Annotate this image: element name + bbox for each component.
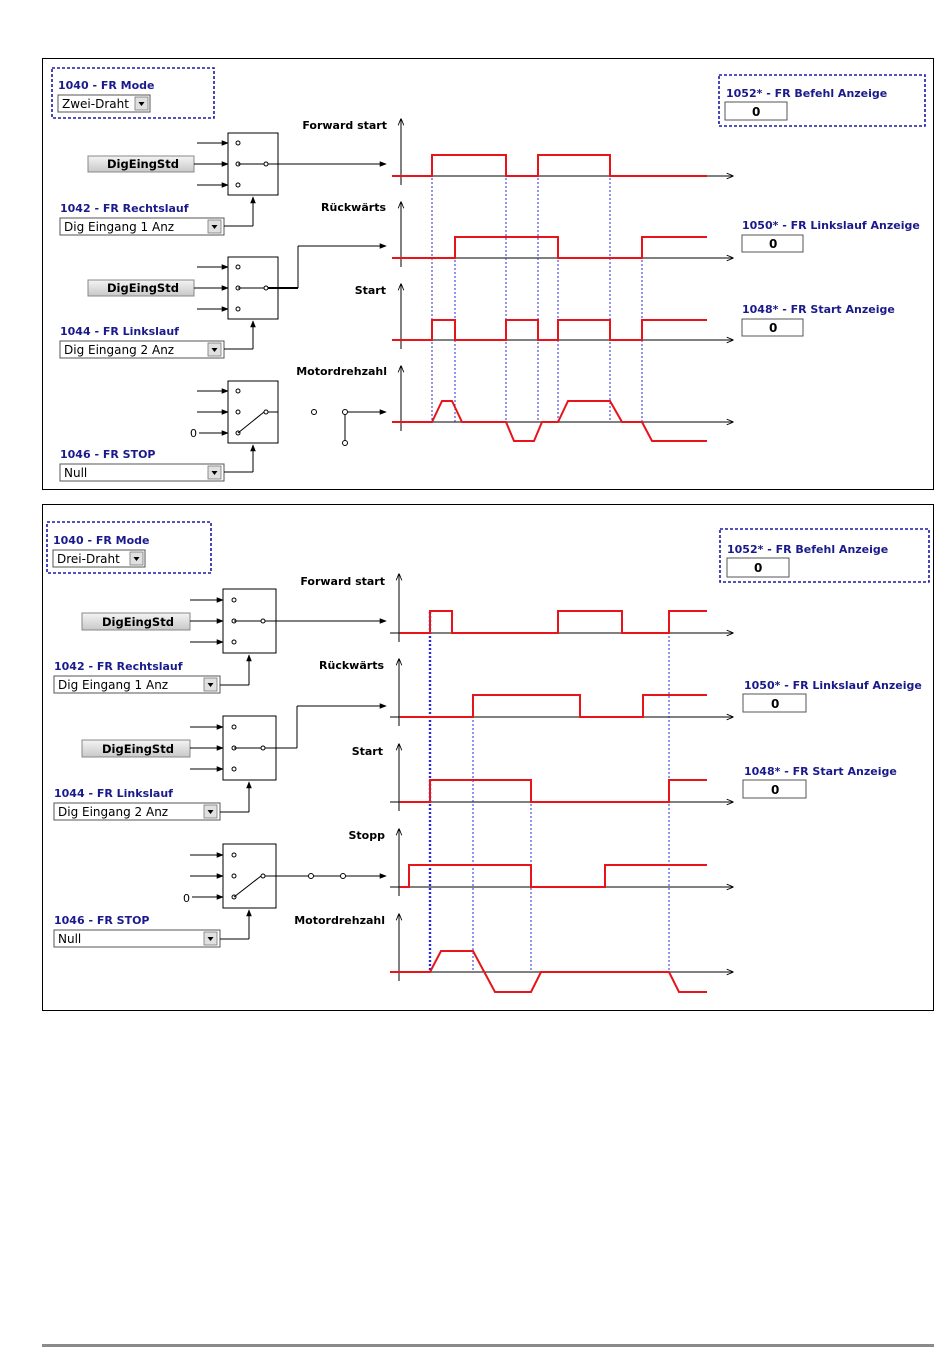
digeingstd-button-2[interactable]: DigEingStd — [87, 279, 195, 297]
panel1-wiring — [194, 132, 387, 473]
linkslauf-readout-value: 0 — [771, 697, 779, 711]
panel2-controls: 1040 - FR Mode Drei-Draht 1052* - FR Bef… — [46, 521, 930, 948]
stop-label: 1046 - FR STOP — [54, 914, 150, 927]
signal-label-forward-start: Forward start — [302, 119, 387, 132]
start-readout-label: 1048* - FR Start Anzeige — [744, 765, 897, 778]
stop-zero-label: 0 — [183, 892, 190, 905]
linkslauf-readout-box — [742, 693, 807, 713]
mode-label: 1040 - FR Mode — [53, 534, 150, 547]
rechtslauf-label: 1042 - FR Rechtslauf — [54, 660, 183, 673]
zwei-draht-diagram-panel — [42, 58, 934, 490]
start-readout-box — [741, 318, 804, 337]
svg-text:Null: Null — [64, 466, 87, 480]
svg-text:Dig Eingang 2 Anz: Dig Eingang 2 Anz — [58, 805, 168, 819]
rechtslauf-label: 1042 - FR Rechtslauf — [60, 202, 189, 215]
linkslauf-label: 1044 - FR Linkslauf — [60, 325, 179, 338]
waveform-rueckwaerts — [392, 236, 707, 259]
panel1-time-markers — [431, 158, 643, 422]
panel2-axes — [390, 574, 733, 981]
svg-text:Dig Eingang 1 Anz: Dig Eingang 1 Anz — [58, 678, 168, 692]
digeingstd-button-2[interactable]: DigEingStd — [81, 739, 191, 758]
panel2-waveforms — [390, 610, 707, 993]
panel1-controls: 1040 - FR Mode Zwei-Draht 1052* - FR Bef… — [51, 67, 926, 482]
waveform-forward-start — [400, 610, 707, 634]
stop-zero-label: 0 — [190, 427, 197, 440]
waveform-stopp — [400, 864, 707, 888]
panel1-axes — [392, 119, 733, 431]
rechtslauf-select[interactable]: Dig Eingang 1 Anz — [59, 217, 225, 236]
befehl-frame — [718, 74, 926, 127]
signal-label-forward-start: Forward start — [300, 575, 385, 588]
waveform-start — [392, 319, 707, 341]
mode-frame — [51, 67, 215, 119]
signal-label-start: Start — [355, 284, 386, 297]
svg-text:Dig Eingang 1 Anz: Dig Eingang 1 Anz — [64, 220, 174, 234]
mode-select-value: Zwei-Draht — [62, 97, 129, 111]
waveform-forward-start — [392, 154, 707, 177]
digeingstd-button-1[interactable]: DigEingStd — [87, 155, 195, 173]
mode-frame — [46, 521, 212, 574]
page-footer-rule — [42, 1344, 934, 1347]
signal-label-rueckwaerts: Rückwärts — [321, 201, 386, 214]
start-readout-box — [742, 779, 807, 799]
svg-text:DigEingStd: DigEingStd — [107, 281, 179, 295]
panel2-time-markers — [428, 612, 670, 972]
signal-label-rueckwaerts: Rückwärts — [319, 659, 384, 672]
start-readout-label: 1048* - FR Start Anzeige — [742, 303, 895, 316]
panel2-wiring — [190, 588, 387, 940]
linkslauf-readout-box — [741, 234, 804, 253]
befehl-frame — [719, 528, 930, 583]
linkslauf-select[interactable]: Dig Eingang 2 Anz — [59, 340, 225, 359]
svg-text:Null: Null — [58, 932, 81, 946]
mode-select[interactable]: Zwei-Draht — [57, 94, 151, 113]
signal-label-stopp: Stopp — [349, 829, 386, 842]
start-readout-value: 0 — [771, 783, 779, 797]
svg-text:DigEingStd: DigEingStd — [107, 157, 179, 171]
befehl-label: 1052* - FR Befehl Anzeige — [727, 543, 888, 556]
stop-select[interactable]: Null — [59, 463, 225, 482]
mode-select-value: Drei-Draht — [57, 552, 120, 566]
mode-select[interactable]: Drei-Draht — [52, 549, 146, 568]
waveform-motordrehzahl — [390, 950, 707, 993]
linkslauf-label: 1044 - FR Linkslauf — [54, 787, 173, 800]
signal-label-start: Start — [352, 745, 383, 758]
linkslauf-readout-label: 1050* - FR Linkslauf Anzeige — [742, 219, 920, 232]
linkslauf-select[interactable]: Dig Eingang 2 Anz — [53, 802, 221, 821]
befehl-value-box — [724, 101, 788, 121]
drei-draht-diagram-panel — [42, 504, 934, 1011]
stop-label: 1046 - FR STOP — [60, 448, 156, 461]
linkslauf-readout-value: 0 — [769, 237, 777, 251]
svg-text:DigEingStd: DigEingStd — [102, 742, 174, 756]
stop-select[interactable]: Null — [53, 929, 221, 948]
linkslauf-readout-label: 1050* - FR Linkslauf Anzeige — [744, 679, 922, 692]
panel1-waveforms — [392, 154, 707, 442]
signal-label-motordrehzahl: Motordrehzahl — [294, 914, 385, 927]
start-readout-value: 0 — [769, 321, 777, 335]
befehl-label: 1052* - FR Befehl Anzeige — [726, 87, 887, 100]
svg-text:DigEingStd: DigEingStd — [102, 615, 174, 629]
mode-label: 1040 - FR Mode — [58, 79, 155, 92]
befehl-value-box — [726, 557, 790, 578]
befehl-value: 0 — [754, 561, 762, 575]
rechtslauf-select[interactable]: Dig Eingang 1 Anz — [53, 675, 221, 694]
svg-text:Dig Eingang 2 Anz: Dig Eingang 2 Anz — [64, 343, 174, 357]
waveform-motordrehzahl — [392, 400, 707, 442]
waveform-rueckwaerts — [400, 694, 707, 718]
signal-label-motordrehzahl: Motordrehzahl — [296, 365, 387, 378]
digeingstd-button-1[interactable]: DigEingStd — [81, 612, 191, 631]
befehl-value: 0 — [752, 105, 760, 119]
waveform-start — [400, 779, 707, 803]
